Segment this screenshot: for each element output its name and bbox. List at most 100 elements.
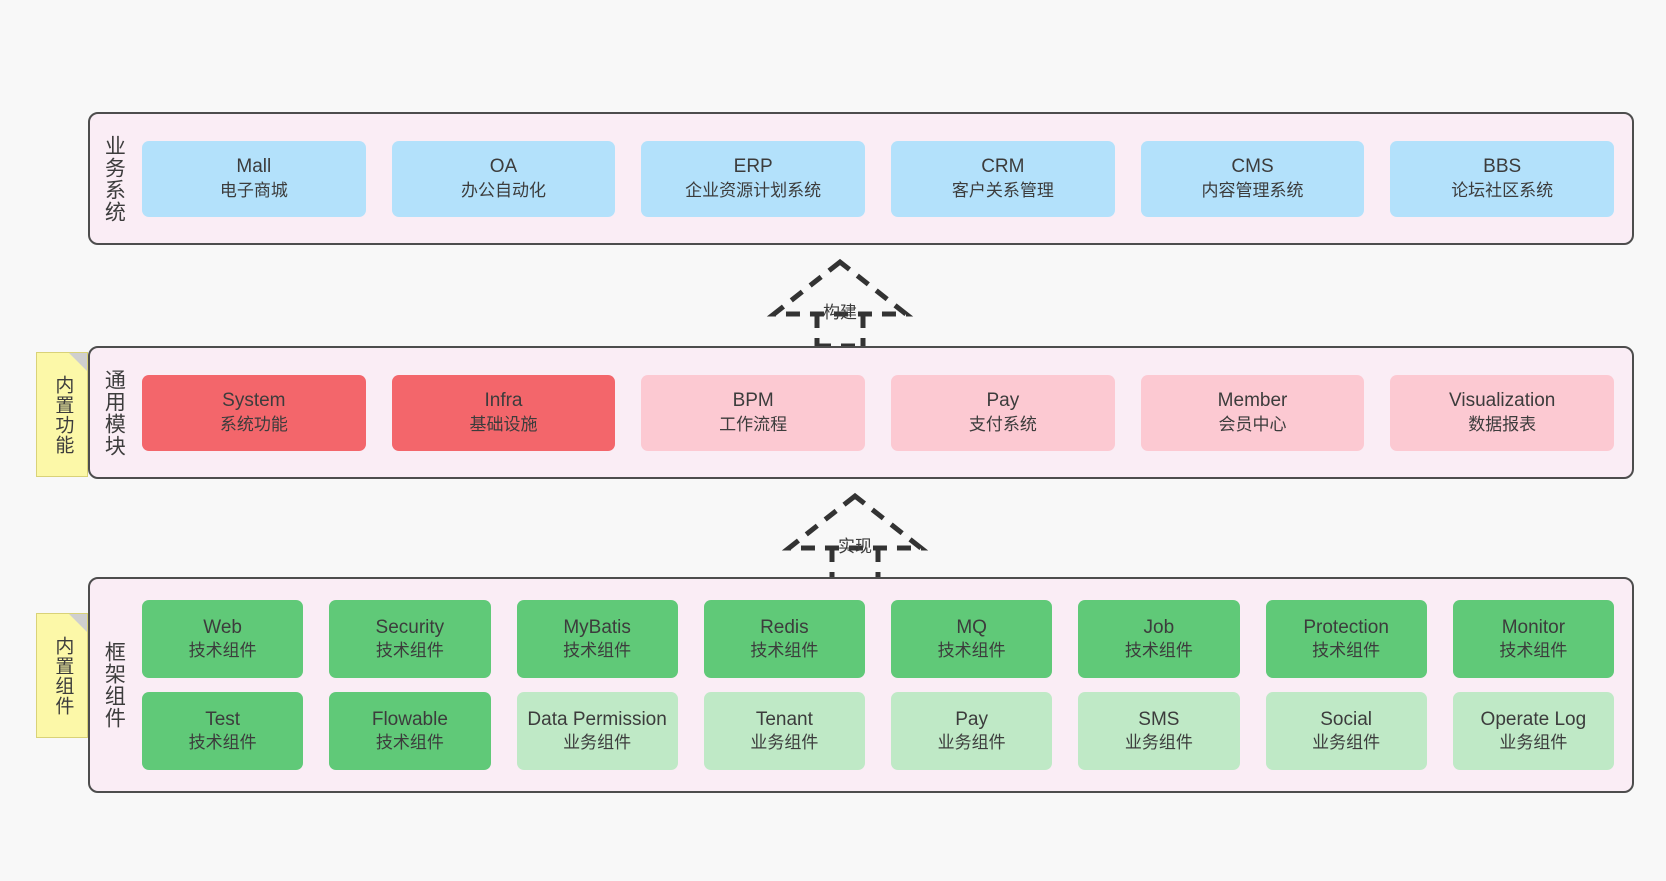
card-subtitle: 基础设施 [469,414,538,434]
card-data-permission[interactable]: Data Permission 业务组件 [516,692,678,770]
card-title: Member [1217,390,1288,412]
card-title: OA [489,156,518,178]
card-security[interactable]: Security 技术组件 [329,600,491,678]
card-subtitle: 技术组件 [1499,641,1568,661]
card-subtitle: 业务组件 [1124,733,1193,753]
card-title: Mall [236,156,272,178]
card-title: Infra [484,390,523,412]
card-subtitle: 业务组件 [1499,733,1568,753]
layer-common-module: 通用模块 System 系统功能 Infra 基础设施 BPM 工作流程 Pay… [88,346,1634,479]
layer-label-common-module: 通用模块 [102,368,126,457]
card-title: CMS [1231,156,1274,178]
card-social[interactable]: Social 业务组件 [1265,692,1427,770]
layer-framework-component-cards: Web 技术组件 Security 技术组件 MyBatis 技术组件 Redi… [136,592,1632,778]
card-subtitle: 内容管理系统 [1201,180,1304,200]
card-subtitle: 技术组件 [750,641,819,661]
card-subtitle: 业务组件 [937,733,1006,753]
card-test[interactable]: Test 技术组件 [142,692,304,770]
card-title: Web [203,616,242,638]
card-flowable[interactable]: Flowable 技术组件 [329,692,491,770]
card-crm[interactable]: CRM 客户关系管理 [891,140,1115,217]
card-title: MyBatis [563,616,631,638]
card-title: Redis [760,616,809,638]
layer-label-framework-component: 框架组件 [102,641,126,729]
card-protection[interactable]: Protection 技术组件 [1265,600,1427,678]
card-row: System 系统功能 Infra 基础设施 BPM 工作流程 Pay 支付系统… [142,374,1615,451]
layer-business-system-cards: Mall 电子商城 OA 办公自动化 ERP 企业资源计划系统 CRM 客户关系… [136,140,1632,217]
card-subtitle: 技术组件 [375,733,444,753]
card-infra[interactable]: Infra 基础设施 [391,374,616,451]
card-title: Pay [955,708,988,730]
card-title: Social [1320,708,1372,730]
connector-build: 构建 [760,258,920,348]
card-member[interactable]: Member 会员中心 [1140,374,1365,451]
card-oa[interactable]: OA 办公自动化 [391,140,616,217]
layer-common-module-cards: System 系统功能 Infra 基础设施 BPM 工作流程 Pay 支付系统… [136,374,1632,451]
card-title: BBS [1483,156,1522,178]
card-mybatis[interactable]: MyBatis 技术组件 [516,600,678,678]
card-subtitle: 电子商城 [219,180,288,200]
layer-label-business-system: 业务系统 [102,134,126,223]
card-mq[interactable]: MQ 技术组件 [891,600,1053,678]
card-title: Test [205,708,241,730]
card-subtitle: 业务组件 [750,733,819,753]
card-tenant[interactable]: Tenant 业务组件 [703,692,865,770]
card-web[interactable]: Web 技术组件 [142,600,304,678]
card-subtitle: 技术组件 [1312,641,1381,661]
card-title: Pay [986,390,1020,412]
note-builtin-functions: 内置功能 [36,352,88,477]
card-subtitle: 技术组件 [188,641,257,661]
card-sms[interactable]: SMS 业务组件 [1078,692,1240,770]
card-title: Job [1143,616,1175,638]
card-title: Data Permission [527,708,667,730]
card-row: Mall 电子商城 OA 办公自动化 ERP 企业资源计划系统 CRM 客户关系… [142,140,1615,217]
card-subtitle: 会员中心 [1218,414,1287,434]
card-title: MQ [956,616,987,638]
card-row: Test 技术组件 Flowable 技术组件 Data Permission … [142,692,1614,770]
connector-implement: 实现 [775,492,935,582]
card-title: SMS [1138,708,1180,730]
card-subtitle: 数据报表 [1468,414,1537,434]
card-title: Monitor [1501,616,1566,638]
card-visualization[interactable]: Visualization 数据报表 [1390,374,1615,451]
card-subtitle: 技术组件 [1124,641,1193,661]
card-redis[interactable]: Redis 技术组件 [703,600,865,678]
card-subtitle: 工作流程 [719,414,788,434]
card-title: ERP [733,156,773,178]
card-operate-log[interactable]: Operate Log 业务组件 [1452,692,1614,770]
card-subtitle: 企业资源计划系统 [685,180,822,200]
card-job[interactable]: Job 技术组件 [1078,600,1240,678]
note-builtin-components: 内置组件 [36,613,88,738]
card-system[interactable]: System 系统功能 [142,374,366,451]
card-cms[interactable]: CMS 内容管理系统 [1140,140,1365,217]
card-subtitle: 客户关系管理 [951,180,1054,200]
card-subtitle: 技术组件 [563,641,632,661]
card-erp[interactable]: ERP 企业资源计划系统 [641,140,866,217]
layer-framework-component: 框架组件 Web 技术组件 Security 技术组件 MyBatis 技术组件… [88,577,1634,793]
card-subtitle: 技术组件 [375,641,444,661]
card-pay[interactable]: Pay 支付系统 [891,374,1115,451]
card-subtitle: 系统功能 [219,414,288,434]
card-title: BPM [732,390,774,412]
card-subtitle: 业务组件 [563,733,632,753]
card-title: Flowable [371,708,448,730]
card-row: Web 技术组件 Security 技术组件 MyBatis 技术组件 Redi… [142,600,1614,678]
card-monitor[interactable]: Monitor 技术组件 [1452,600,1614,678]
card-bbs[interactable]: BBS 论坛社区系统 [1390,140,1615,217]
card-subtitle: 办公自动化 [461,180,546,200]
card-subtitle: 论坛社区系统 [1451,180,1554,200]
card-mall[interactable]: Mall 电子商城 [142,140,366,217]
layer-business-system: 业务系统 Mall 电子商城 OA 办公自动化 ERP 企业资源计划系统 CRM… [88,112,1634,245]
card-pay-business[interactable]: Pay 业务组件 [891,692,1053,770]
card-title: CRM [981,156,1025,178]
card-title: Security [375,616,445,638]
card-title: Protection [1303,616,1389,638]
card-bpm[interactable]: BPM 工作流程 [641,374,866,451]
card-title: Tenant [755,708,813,730]
card-title: System [222,390,286,412]
card-subtitle: 技术组件 [188,733,257,753]
card-subtitle: 业务组件 [1312,733,1381,753]
card-subtitle: 支付系统 [968,414,1037,434]
card-title: Operate Log [1480,708,1587,730]
